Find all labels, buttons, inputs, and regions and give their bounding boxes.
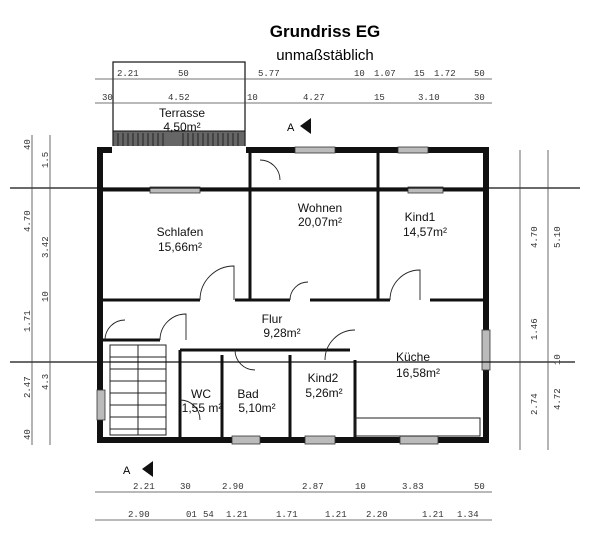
dim-bottom1-5: 3.83 — [402, 482, 424, 492]
dim-bottom1-0: 2.21 — [133, 482, 155, 492]
room-terrasse-area: 4,50m² — [163, 120, 200, 134]
dim-left-2: 4.70 — [23, 210, 33, 232]
section-marker-bottom-icon — [142, 461, 153, 477]
dim-left-1: 1.5 — [41, 152, 51, 168]
room-kind2-area: 5,26m² — [305, 386, 342, 400]
dim-left-4: 1.71 — [23, 310, 33, 332]
section-marker-bottom: A — [123, 465, 131, 477]
dim-top1-6: 1.72 — [434, 69, 456, 79]
section-marker-top: A — [287, 122, 295, 134]
dim-bottom2-4: 1.71 — [276, 510, 298, 520]
room-bad-area: 5,10m² — [238, 401, 275, 415]
dim-bottom1-3: 2.87 — [302, 482, 324, 492]
dim-bottom1-1: 30 — [180, 482, 191, 492]
kitchen-counter — [354, 417, 481, 437]
dim-top2-6: 30 — [474, 93, 485, 103]
dim-top1-4: 1.07 — [374, 69, 396, 79]
room-kueche-name: Küche — [396, 350, 430, 364]
dim-left-8: 40 — [23, 429, 33, 440]
room-schlafen-name: Schlafen — [157, 225, 204, 239]
dim-top1-1: 50 — [178, 69, 189, 79]
room-wohnen-name: Wohnen — [298, 201, 342, 215]
dim-right-0: 4.70 — [530, 226, 540, 248]
dim-bottom2-6: 2.20 — [366, 510, 388, 520]
outer-wall — [97, 147, 489, 443]
room-flur-area: 9,28m² — [263, 326, 300, 340]
dim-top2-1: 4.52 — [168, 93, 190, 103]
dim-right-2: 1.46 — [530, 318, 540, 340]
room-kind1-name: Kind1 — [405, 210, 436, 224]
dim-left-3: 3.42 — [41, 236, 51, 258]
room-kind1-area: 14,57m² — [403, 225, 447, 239]
dim-bottom1-4: 10 — [355, 482, 366, 492]
section-marker-top-icon — [300, 118, 311, 134]
dim-right-5: 4.72 — [553, 388, 563, 410]
windows — [96, 146, 491, 445]
dim-top1-3: 10 — [354, 69, 365, 79]
dim-top1-5: 15 — [414, 69, 425, 79]
dim-bottom1-2: 2.90 — [222, 482, 244, 492]
terrace-opening — [112, 146, 246, 156]
staircase — [109, 344, 167, 436]
room-schlafen-area: 15,66m² — [158, 240, 202, 254]
room-terrasse-name: Terrasse — [159, 106, 205, 120]
dim-top1-7: 50 — [474, 69, 485, 79]
dim-bottom2-2: 54 — [203, 510, 214, 520]
room-flur-name: Flur — [262, 312, 283, 326]
plan-subtitle: unmaßstäblich — [276, 47, 374, 64]
room-wc-area: 1,55 m² — [182, 401, 223, 415]
dim-bottom2-1: 01 — [186, 510, 197, 520]
dim-left-7: 4.3 — [41, 374, 51, 390]
dim-top2-4: 15 — [374, 93, 385, 103]
dim-bottom2-7: 1.21 — [422, 510, 444, 520]
dim-bottom2-3: 1.21 — [226, 510, 248, 520]
dim-bottom2-8: 1.34 — [457, 510, 479, 520]
room-kueche-area: 16,58m² — [396, 366, 440, 380]
dim-top2-3: 4.27 — [303, 93, 325, 103]
dim-bottom2-5: 1.21 — [325, 510, 347, 520]
dim-top2-2: 10 — [247, 93, 258, 103]
dimension-lines — [31, 78, 549, 521]
room-wohnen-area: 20,07m² — [298, 215, 342, 229]
dim-bottom2-0: 2.90 — [128, 510, 150, 520]
dim-bottom1-6: 50 — [474, 482, 485, 492]
room-wc-name: WC — [191, 387, 211, 401]
dim-top1-2: 5.77 — [258, 69, 280, 79]
dim-left-0: 40 — [23, 139, 33, 150]
room-bad-name: Bad — [237, 387, 258, 401]
room-kind2-name: Kind2 — [308, 371, 339, 385]
dim-left-5: 10 — [41, 291, 51, 302]
dim-top2-0: 30 — [102, 93, 113, 103]
dim-right-3: 10 — [553, 354, 563, 365]
dim-left-6: 2.47 — [23, 376, 33, 398]
dim-top1-0: 2.21 — [117, 69, 139, 79]
plan-title: Grundriss EG — [270, 22, 381, 41]
dim-right-4: 2.74 — [530, 393, 540, 415]
dim-top2-5: 3.10 — [418, 93, 440, 103]
dim-right-1: 5.10 — [553, 226, 563, 248]
door-swings — [104, 159, 421, 421]
